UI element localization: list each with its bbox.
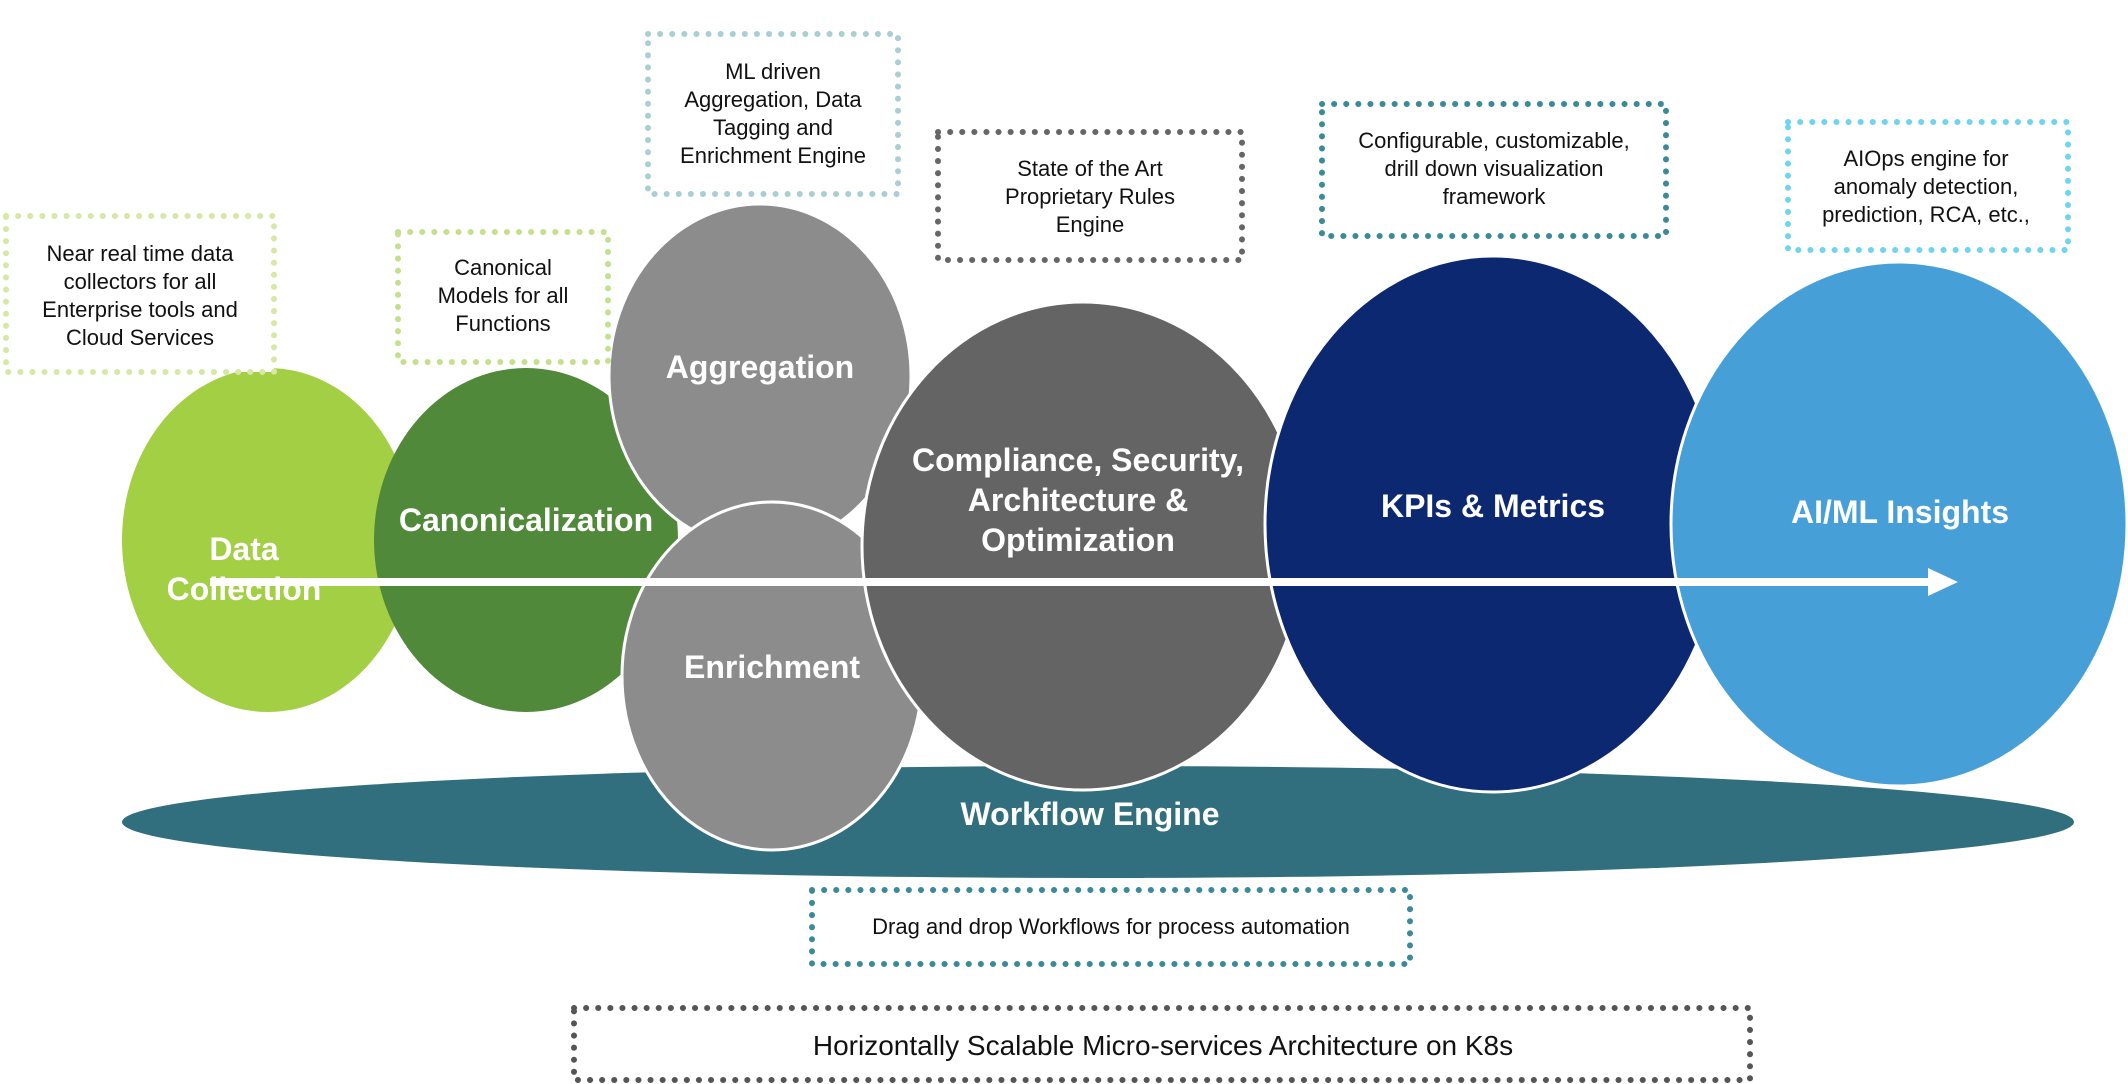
- text-line: framework: [1443, 184, 1547, 209]
- aggregation-label: Aggregation: [666, 349, 854, 385]
- text-line: AI/ML Insights: [1791, 494, 2009, 530]
- workflow-engine-ellipse: [122, 766, 2074, 878]
- note-workflows-text: Drag and drop Workflows for process auto…: [872, 914, 1350, 939]
- text-line: Enterprise tools and: [42, 297, 238, 322]
- note-aiops: AIOps engine for anomaly detection, predic…: [1785, 119, 2071, 253]
- kpis-metrics-label: KPIs & Metrics: [1381, 488, 1605, 524]
- text-line: Collection: [167, 571, 322, 607]
- text-line: Workflow Engine: [961, 796, 1220, 832]
- note-architecture: Horizontally Scalable Micro-services Arc…: [571, 1005, 1753, 1083]
- text-line: Optimization: [981, 522, 1175, 558]
- note-visualization: Configurable, customizable, drill down vi…: [1319, 101, 1669, 239]
- note-architecture-box: [571, 1005, 1753, 1083]
- flow-arrow-head: [1928, 568, 1958, 596]
- text-line: Canonicalization: [399, 502, 653, 538]
- text-line: anomaly detection,: [1834, 174, 2019, 199]
- text-line: Cloud Services: [66, 325, 214, 350]
- text-line: Aggregation, Data: [684, 87, 862, 112]
- text-line: Tagging and: [713, 115, 833, 140]
- text-line: Configurable, customizable,: [1358, 128, 1629, 153]
- text-line: Compliance, Security,: [912, 442, 1244, 478]
- note-aiops-box: [1785, 119, 2071, 253]
- text-line: Drag and drop Workflows for process auto…: [872, 914, 1350, 939]
- note-workflows-box: [809, 887, 1413, 967]
- text-line: Canonical: [454, 255, 552, 280]
- text-line: collectors for all: [64, 269, 217, 294]
- data-collection-bubble: [122, 368, 414, 712]
- text-line: Proprietary Rules: [1005, 184, 1175, 209]
- text-line: Engine: [1056, 212, 1125, 237]
- enrichment-label: Enrichment: [684, 649, 860, 685]
- text-line: Enrichment Engine: [680, 143, 866, 168]
- text-line: State of the Art: [1017, 156, 1163, 181]
- note-rules-engine-box: [935, 129, 1245, 263]
- note-ml-aggregation-box: [645, 31, 901, 197]
- canonicalization-bubble: [374, 368, 678, 712]
- text-line: Data: [209, 531, 279, 567]
- note-visualization-box: [1319, 101, 1669, 239]
- note-canonical-models-box: [395, 229, 611, 365]
- text-line: Functions: [455, 311, 550, 336]
- text-line: Near real time data: [46, 241, 234, 266]
- note-visualization-text: Configurable, customizable, drill down vi…: [1358, 128, 1629, 209]
- text-line: AIOps engine for: [1843, 146, 2008, 171]
- text-line: Aggregation: [666, 349, 854, 385]
- ai-ml-insights-bubble: [1669, 260, 2128, 788]
- text-line: Horizontally Scalable Micro-services Arc…: [813, 1030, 1513, 1061]
- note-architecture-text: Horizontally Scalable Micro-services Arc…: [813, 1030, 1513, 1061]
- text-line: Models for all: [438, 283, 569, 308]
- compliance-label: Compliance, Security, Architecture & Optim…: [912, 442, 1244, 558]
- text-line: drill down visualization: [1385, 156, 1604, 181]
- text-line: Architecture &: [968, 482, 1189, 518]
- text-line: KPIs & Metrics: [1381, 488, 1605, 524]
- note-workflows: Drag and drop Workflows for process auto…: [809, 887, 1413, 967]
- flow-arrow: [210, 568, 1958, 596]
- workflow-engine-label: Workflow Engine: [961, 796, 1220, 832]
- ai-ml-insights-label: AI/ML Insights: [1791, 494, 2009, 530]
- text-line: Enrichment: [684, 649, 860, 685]
- text-line: ML driven: [725, 59, 821, 84]
- note-data-collectors-box: [3, 213, 277, 375]
- text-line: prediction, RCA, etc.,: [1822, 202, 2030, 227]
- kpis-metrics-bubble: [1263, 254, 1723, 794]
- canonicalization-label: Canonicalization: [399, 502, 653, 538]
- note-aiops-text: AIOps engine for anomaly detection, predic…: [1822, 146, 2030, 227]
